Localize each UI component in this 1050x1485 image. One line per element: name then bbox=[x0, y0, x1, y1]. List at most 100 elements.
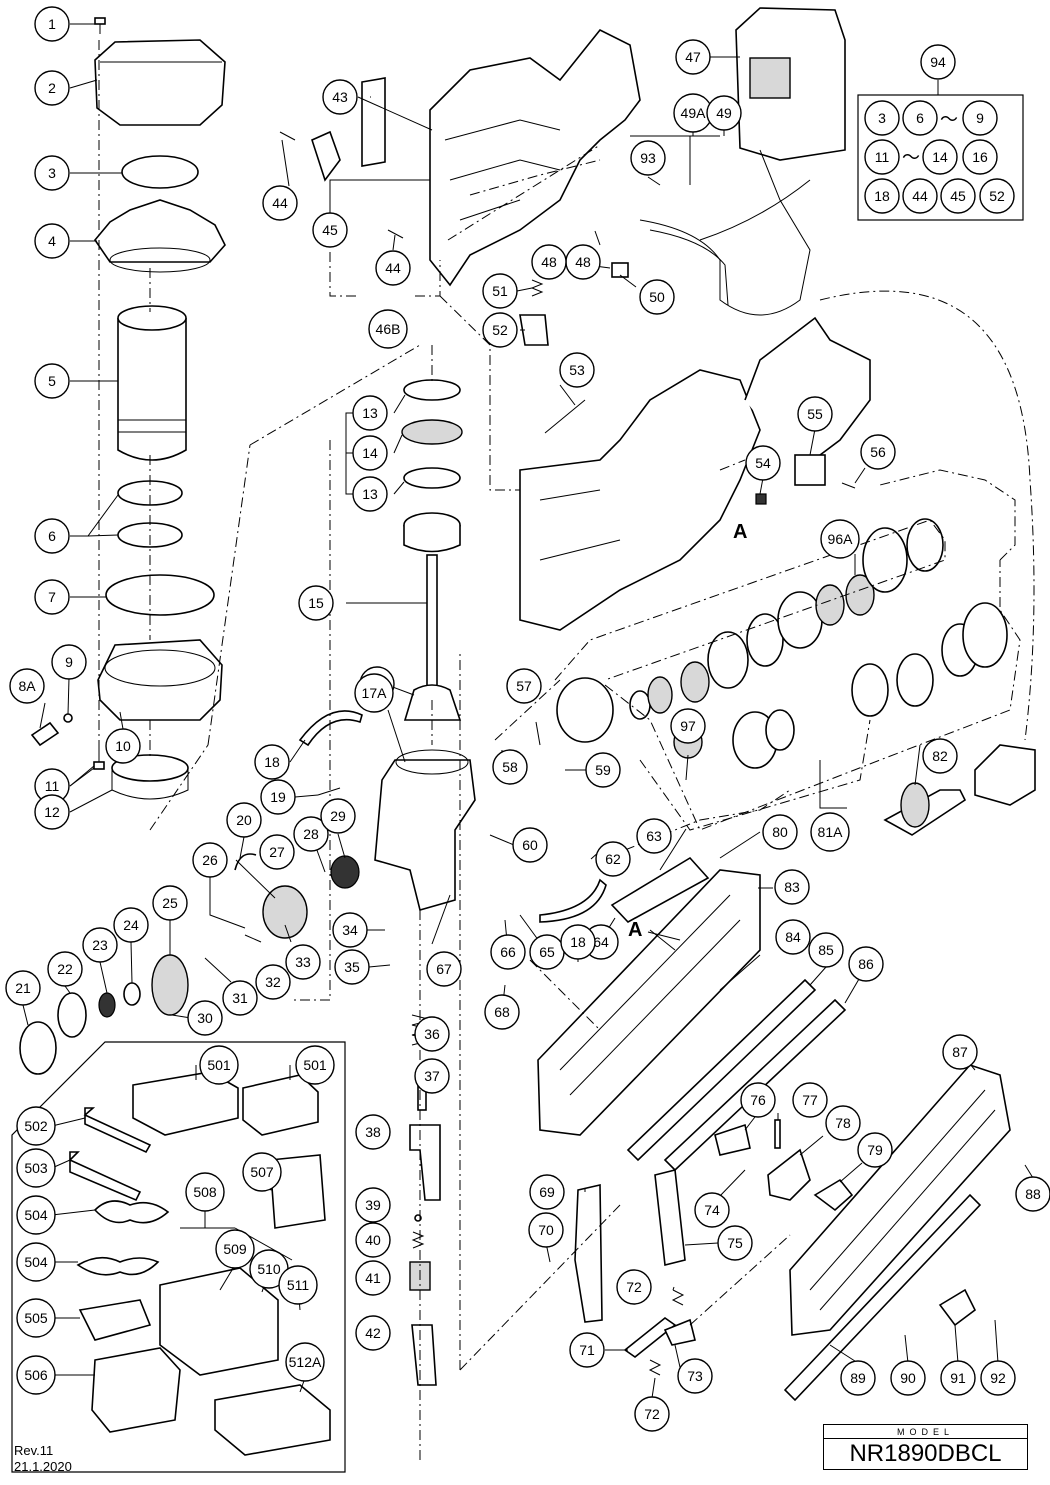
callout-number: 44 bbox=[385, 260, 401, 276]
callout-number: 2 bbox=[48, 80, 56, 96]
callout-number: 97 bbox=[680, 718, 696, 734]
part-callout: 60 bbox=[512, 827, 548, 863]
part-callout: 8A bbox=[9, 668, 45, 704]
kit-callout-header: 94 bbox=[920, 44, 956, 80]
part-callout: 62 bbox=[595, 841, 631, 877]
part-callout: 33 bbox=[285, 944, 321, 980]
callout-number: 86 bbox=[858, 956, 874, 972]
part-callout: 70 bbox=[528, 1212, 564, 1248]
callout-number: 15 bbox=[308, 595, 324, 611]
callout-number: 9 bbox=[65, 654, 73, 670]
callout-circle bbox=[47, 951, 83, 987]
callout-circle bbox=[254, 744, 290, 780]
callout-circle bbox=[492, 749, 528, 785]
part-cushion-18a bbox=[298, 710, 363, 747]
part-callout: 59 bbox=[585, 752, 621, 788]
callout-number: 31 bbox=[232, 990, 248, 1006]
callout-number: 49 bbox=[716, 105, 732, 121]
part-callout: 54 bbox=[745, 445, 781, 481]
part-callout: 3 bbox=[34, 155, 70, 191]
part-callout: 42 bbox=[355, 1315, 391, 1351]
callout-circle bbox=[222, 980, 258, 1016]
part-ring-13b bbox=[403, 467, 461, 489]
callout-number: 54 bbox=[755, 455, 771, 471]
part-nose-69 bbox=[574, 1184, 603, 1323]
part-callout: 13 bbox=[352, 476, 388, 512]
part-callout: 39 bbox=[355, 1187, 391, 1223]
part-callout: 80 bbox=[762, 814, 798, 850]
callout-number: 509 bbox=[223, 1241, 247, 1257]
part-callout: 23 bbox=[82, 927, 118, 963]
part-screw-56 bbox=[841, 482, 856, 489]
part-housing-half bbox=[519, 369, 761, 631]
kit-item: 16 bbox=[972, 149, 988, 165]
callout-number: 83 bbox=[784, 879, 800, 895]
callout-number: 74 bbox=[704, 1202, 720, 1218]
part-callout: 10 bbox=[105, 728, 141, 764]
callout-circle bbox=[255, 964, 291, 1000]
part-ring-13a bbox=[403, 379, 461, 401]
callout-number: 42 bbox=[365, 1325, 381, 1341]
callout-number: 48 bbox=[575, 254, 591, 270]
callout-number: 508 bbox=[193, 1184, 217, 1200]
callout-circle bbox=[34, 794, 70, 830]
callout-number: 59 bbox=[595, 762, 611, 778]
kit-item: 44 bbox=[912, 188, 928, 204]
callout-number: 504 bbox=[24, 1254, 48, 1270]
callout-number: 1 bbox=[48, 16, 56, 32]
callout-circle bbox=[34, 70, 70, 106]
callout-number: 23 bbox=[92, 937, 108, 953]
callout-number: 21 bbox=[15, 980, 31, 996]
part-guide-42 bbox=[411, 1324, 437, 1386]
part-callout: 69 bbox=[529, 1174, 565, 1210]
callout-number: 5 bbox=[48, 373, 56, 389]
part-insert-505 bbox=[78, 1299, 152, 1341]
callout-circle bbox=[559, 352, 595, 388]
callout-circle bbox=[482, 312, 518, 348]
callout-circle bbox=[82, 927, 118, 963]
callout-number: 502 bbox=[24, 1118, 48, 1134]
part-clip-91 bbox=[938, 1288, 977, 1327]
callout-number: 512A bbox=[289, 1354, 322, 1370]
part-gear-27 bbox=[262, 885, 308, 939]
part-callout: 28 bbox=[293, 816, 329, 852]
callout-circle bbox=[352, 476, 388, 512]
callout-number: 45 bbox=[322, 222, 338, 238]
callout-number: 76 bbox=[750, 1092, 766, 1108]
callout-number: 84 bbox=[785, 929, 801, 945]
callout-circle bbox=[226, 802, 262, 838]
part-ring-9 bbox=[63, 713, 73, 723]
callout-circle bbox=[585, 752, 621, 788]
part-pin-77 bbox=[774, 1119, 781, 1149]
part-callout: 56 bbox=[860, 434, 896, 470]
callout-circle bbox=[105, 728, 141, 764]
part-callout: 90 bbox=[890, 1360, 926, 1396]
kit-item: 14 bbox=[932, 149, 948, 165]
part-callout: 38 bbox=[355, 1114, 391, 1150]
callout-number: 81A bbox=[818, 824, 844, 840]
part-screw-19 bbox=[317, 787, 341, 796]
callout-number: 96A bbox=[828, 531, 854, 547]
callout-number: 44 bbox=[272, 195, 288, 211]
callout-circle bbox=[616, 1269, 652, 1305]
part-callout: 75 bbox=[717, 1225, 753, 1261]
part-hook-55 bbox=[744, 316, 871, 471]
callout-number: 77 bbox=[802, 1092, 818, 1108]
part-callout: 19 bbox=[260, 779, 296, 815]
part-callout: 49 bbox=[706, 95, 742, 131]
part-callout: 91 bbox=[940, 1360, 976, 1396]
callout-circle bbox=[354, 673, 394, 713]
callout-number: 35 bbox=[344, 959, 360, 975]
model-name: NR1890DBCL bbox=[849, 1440, 1002, 1467]
callout-circle bbox=[51, 644, 87, 680]
callout-circle bbox=[332, 912, 368, 948]
part-callout: 37 bbox=[414, 1058, 450, 1094]
part-callout: 21 bbox=[5, 970, 41, 1006]
callout-number: 503 bbox=[24, 1160, 48, 1176]
part-callout: 47 bbox=[675, 39, 711, 75]
callout-number: 7 bbox=[48, 589, 56, 605]
callout-circle bbox=[355, 1315, 391, 1351]
part-latch-78 bbox=[767, 1148, 811, 1201]
part-callout: 501 bbox=[295, 1045, 335, 1085]
